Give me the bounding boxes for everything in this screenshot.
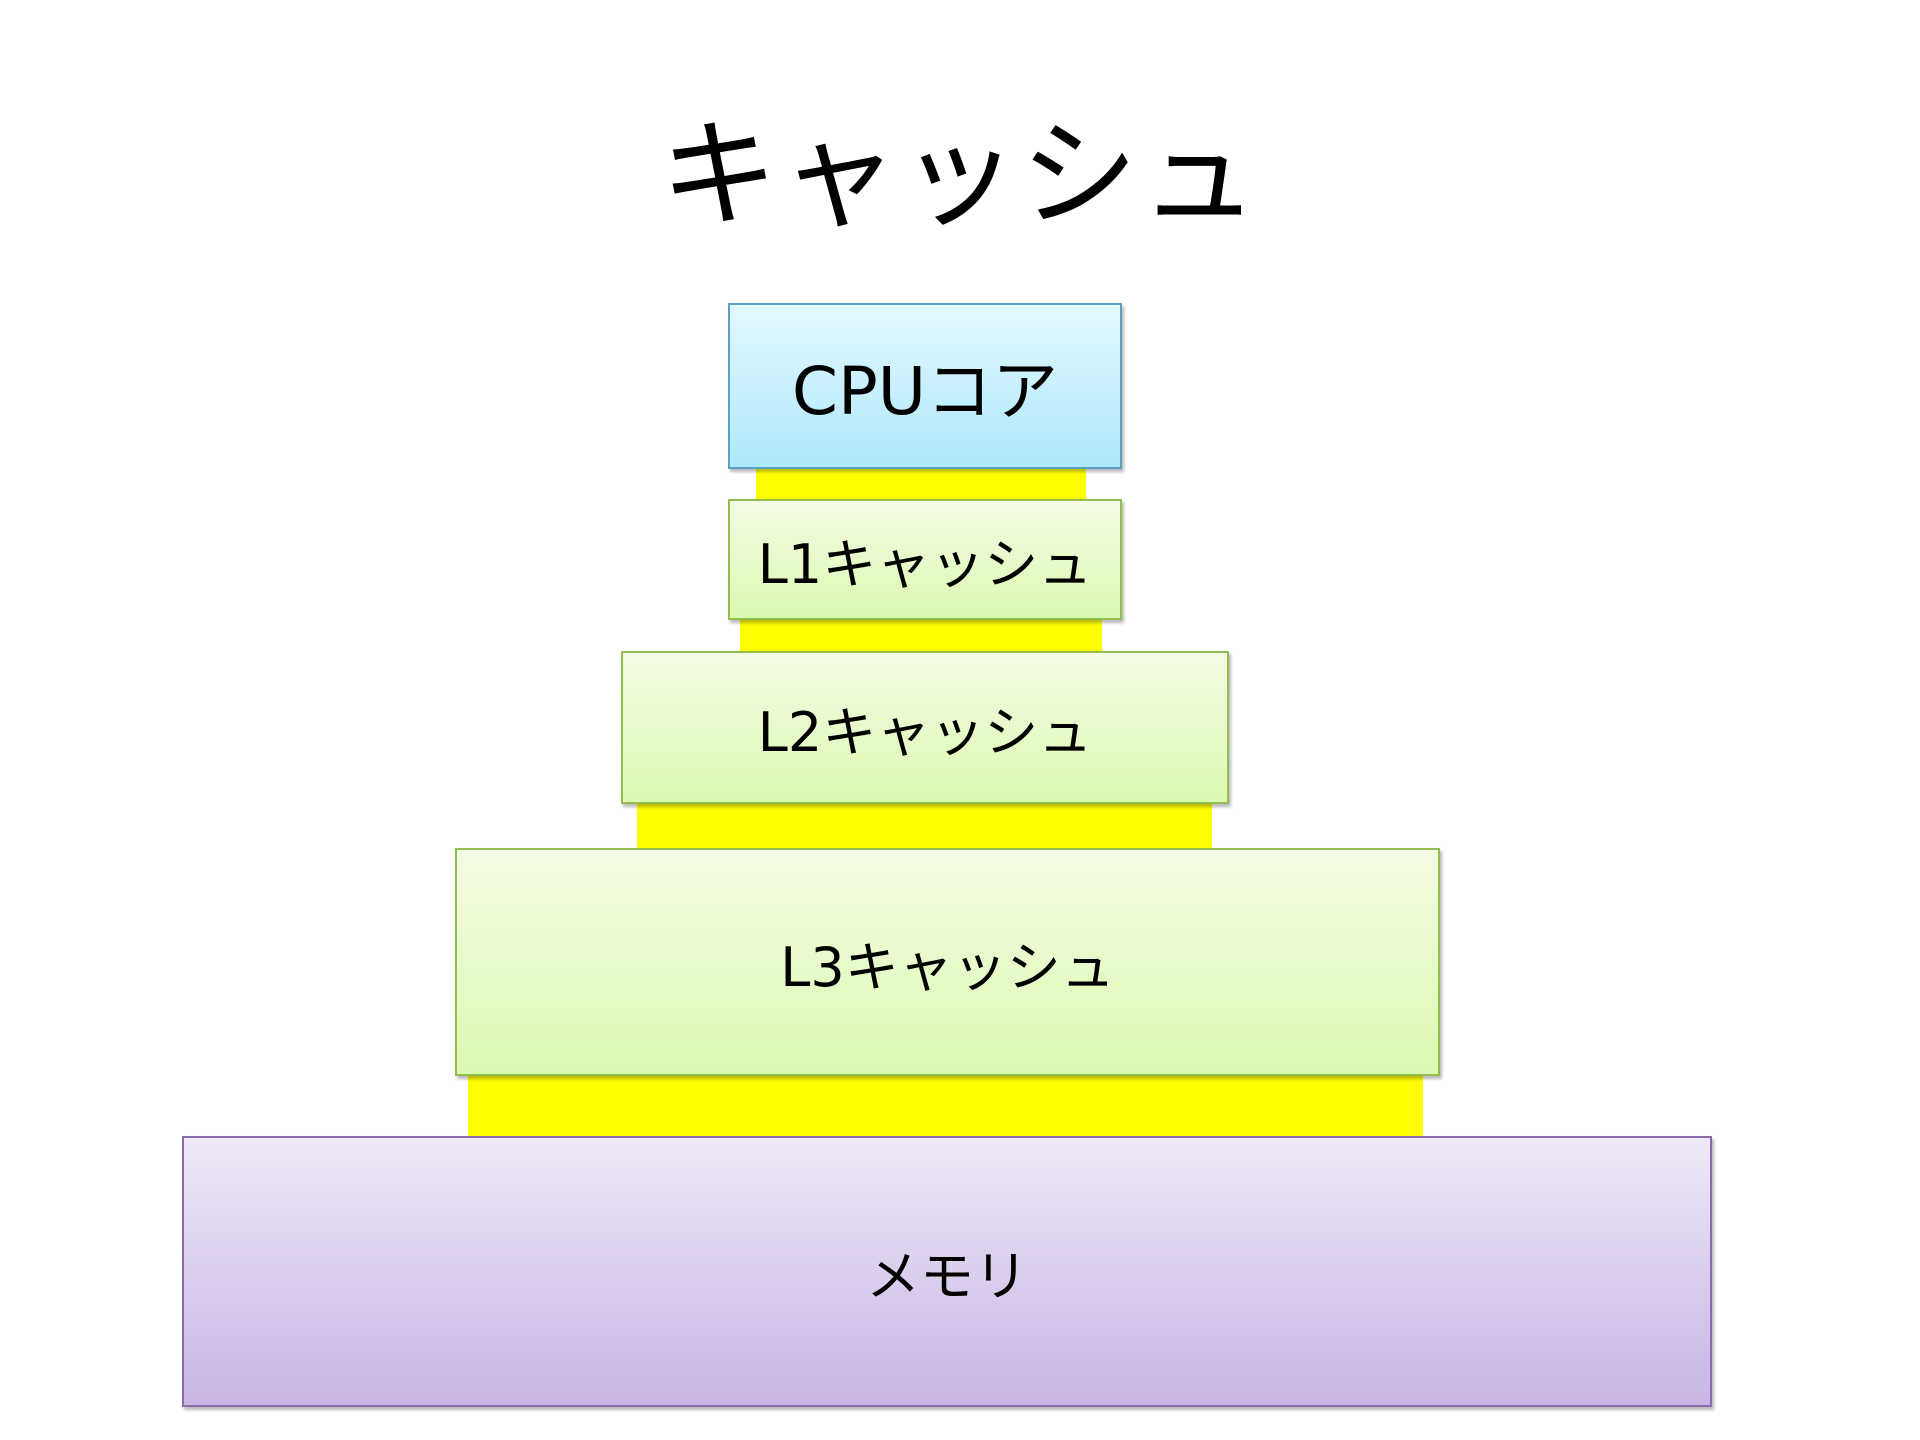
connector-l2-l3: [637, 802, 1212, 848]
l2-cache-label: L2キャッシュ: [757, 701, 1093, 764]
connector-cpu-l1: [756, 468, 1086, 500]
l1-cache-label: L1キャッシュ: [757, 533, 1093, 596]
l3-cache-label: L3キャッシュ: [780, 935, 1115, 999]
cpu-core-box: CPUコア: [728, 303, 1122, 469]
l2-cache-box: L2キャッシュ: [621, 651, 1229, 804]
memory-box: メモリ: [182, 1136, 1712, 1407]
l3-cache-box: L3キャッシュ: [455, 848, 1440, 1076]
memory-label: メモリ: [866, 1245, 1028, 1308]
connector-l1-l2: [740, 617, 1102, 651]
l1-cache-box: L1キャッシュ: [728, 499, 1122, 620]
connector-l3-memory: [468, 1074, 1423, 1138]
cpu-core-label: CPUコア: [791, 353, 1059, 430]
slide-title: キャッシュ: [659, 106, 1260, 244]
